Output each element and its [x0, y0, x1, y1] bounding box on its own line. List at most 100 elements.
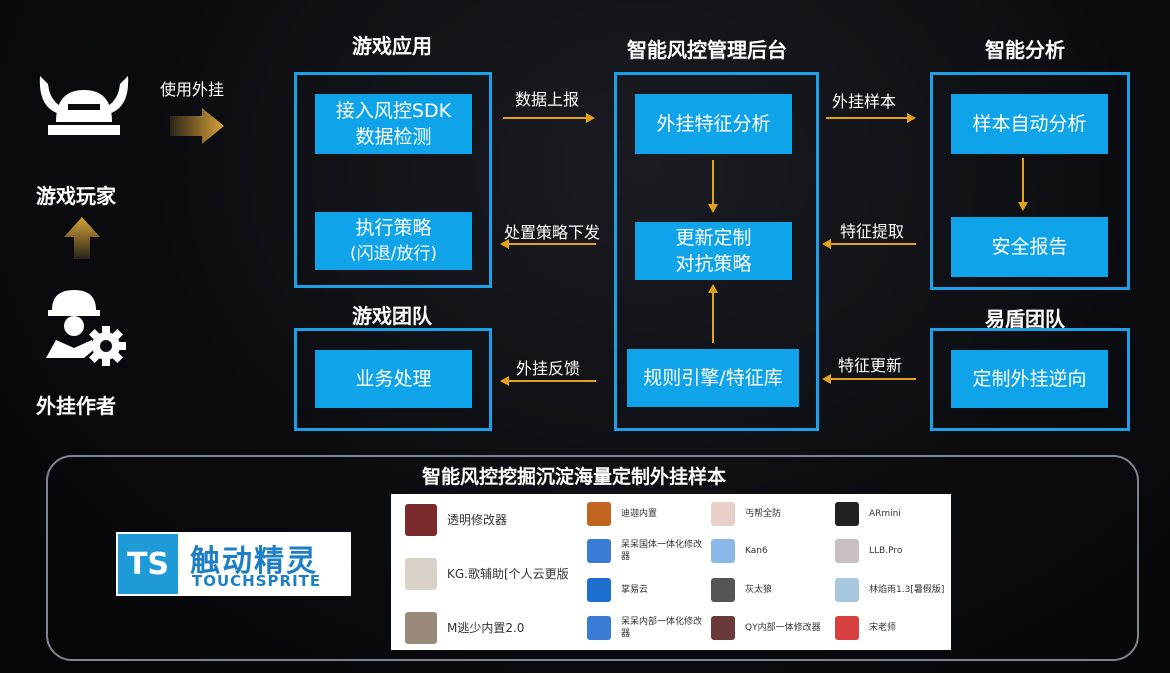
- app-sample-name: M逃少内置2.0: [447, 620, 525, 635]
- app-sample-name: LLB.Pro: [869, 546, 903, 556]
- app-sample-name: KG.歌辅助[个人云更版: [447, 566, 569, 581]
- update-line-1: 更新定制: [675, 227, 752, 249]
- up-arrow-icon: [62, 215, 102, 261]
- feature-label: 外挂特征分析: [656, 113, 771, 135]
- plugin-sample-arrowhead: [907, 113, 916, 123]
- feature-extract-line: [830, 243, 916, 245]
- touchsprite-mark: TS: [118, 534, 178, 594]
- app-thumbnail-icon: [711, 502, 735, 526]
- app-sample-item: LLB.Pro: [835, 539, 951, 563]
- section-mgmt: 智能风控管理后台: [627, 38, 787, 62]
- sdk-line-2: 数据检测: [355, 126, 432, 148]
- feature-update-arrowhead: [822, 374, 831, 384]
- data-report-arrowhead: [586, 113, 595, 123]
- rules-label: 规则引擎/特征库: [643, 367, 783, 389]
- app-thumbnail-icon: [835, 539, 859, 563]
- app-sample-item: 呆呆国体一体化修改器: [587, 539, 707, 563]
- feature-extract-label: 特征提取: [840, 222, 905, 241]
- app-sample-name: 迪迦内置: [621, 509, 658, 519]
- app-thumbnail-icon: [405, 504, 437, 536]
- bottom-panel: [46, 455, 1139, 661]
- feature-update-line: [830, 378, 916, 380]
- feature-update-label: 特征更新: [838, 356, 903, 375]
- update-box: 更新定制 对抗策略: [635, 222, 792, 280]
- worker-gear-icon: [40, 286, 130, 370]
- policy-issue-arrowhead: [500, 239, 509, 249]
- app-sample-item: Kan6: [711, 539, 831, 563]
- app-sample-item: ARmini: [835, 502, 951, 526]
- section-yidun-team: 易盾团队: [985, 307, 1065, 331]
- exec-line-1: 执行策略: [355, 217, 432, 239]
- feedback-label: 外挂反馈: [516, 359, 581, 378]
- app-sample-name: 呆呆国体一体化修改器: [621, 540, 703, 562]
- auto-to-report-arrowhead: [1018, 202, 1028, 211]
- policy-issue-label: 处置策略下发: [504, 223, 601, 242]
- exec-box: 执行策略 (闪退/放行): [315, 212, 472, 270]
- app-sample-item: M逃少内置2.0: [405, 612, 585, 644]
- yidun-team-frame: [930, 328, 1130, 431]
- feature-box: 外挂特征分析: [635, 94, 792, 154]
- app-sample-name: 呆呆内部一体化修改器: [621, 617, 703, 639]
- app-thumbnail-icon: [587, 502, 611, 526]
- feature-extract-arrowhead: [822, 239, 831, 249]
- app-sample-item: QY内部一体修改器: [711, 616, 831, 640]
- app-sample-name: 灰太狼: [745, 585, 773, 595]
- business-label: 业务处理: [355, 368, 432, 390]
- app-thumbnail-icon: [587, 578, 611, 602]
- analysis-frame: [930, 72, 1130, 290]
- touchsprite-cn: 触动精灵: [190, 544, 318, 579]
- app-sample-item: 透明修改器: [405, 504, 585, 536]
- auto-analysis-box: 样本自动分析: [951, 94, 1108, 154]
- touchsprite-logo: TS 触动精灵 TOUCHSPRITE: [116, 532, 351, 596]
- section-game-app: 游戏应用: [352, 34, 432, 58]
- policy-issue-line: [508, 243, 596, 245]
- feedback-line: [508, 380, 596, 382]
- exec-line-2: (闪退/放行): [350, 244, 437, 264]
- app-sample-name: 透明修改器: [447, 512, 508, 527]
- data-report-label: 数据上报: [515, 90, 580, 109]
- section-game-team: 游戏团队: [352, 304, 432, 328]
- report-box: 安全报告: [951, 217, 1108, 277]
- app-sample-item: 灰太狼: [711, 578, 831, 602]
- player-title: 游戏玩家: [36, 184, 116, 208]
- app-thumbnail-icon: [711, 616, 735, 640]
- use-plugin-label: 使用外挂: [160, 80, 225, 99]
- business-box: 业务处理: [315, 350, 472, 408]
- app-sample-name: 林焰雨1.3[暑假版]: [869, 585, 945, 595]
- game-app-frame: [294, 72, 492, 288]
- update-line-2: 对抗策略: [675, 253, 752, 275]
- mgmt-frame: [614, 72, 819, 431]
- app-sample-name: QY内部一体修改器: [745, 623, 821, 633]
- app-sample-grid: 透明修改器 KG.歌辅助[个人云更版 M逃少内置2.0 迪迦内置呆呆国体一体化修改器掌…: [391, 494, 951, 650]
- app-sample-item: 迪迦内置: [587, 502, 707, 526]
- app-sample-name: ARmini: [869, 509, 901, 519]
- bottom-title: 智能风控挖掘沉淀海量定制外挂样本: [422, 466, 727, 488]
- app-sample-item: 林焰雨1.3[暑假版]: [835, 578, 951, 602]
- feature-to-update-line: [712, 160, 714, 204]
- auto-to-report-line: [1022, 158, 1024, 202]
- section-analysis: 智能分析: [985, 38, 1065, 62]
- game-team-frame: [294, 328, 492, 431]
- data-report-line: [503, 117, 587, 119]
- app-thumbnail-icon: [835, 578, 859, 602]
- app-sample-name: 掌易云: [621, 585, 649, 595]
- rules-to-update-line: [712, 293, 714, 343]
- auto-analysis-label: 样本自动分析: [972, 113, 1087, 135]
- report-label: 安全报告: [991, 236, 1068, 258]
- app-thumbnail-icon: [405, 612, 437, 644]
- app-sample-item: 呆呆内部一体化修改器: [587, 616, 707, 640]
- viking-helmet-icon: [34, 70, 134, 150]
- app-sample-name: 丐帮全防: [745, 509, 782, 519]
- app-sample-name: Kan6: [745, 546, 768, 556]
- app-sample-item: 掌易云: [587, 578, 707, 602]
- reverse-box: 定制外挂逆向: [951, 350, 1108, 408]
- app-sample-name: 宋老师: [869, 623, 897, 633]
- app-thumbnail-icon: [835, 616, 859, 640]
- app-sample-item: KG.歌辅助[个人云更版: [405, 558, 585, 590]
- sdk-line-1: 接入风控SDK: [335, 100, 452, 122]
- app-thumbnail-icon: [835, 502, 859, 526]
- sdk-box: 接入风控SDK 数据检测: [315, 94, 472, 154]
- rules-box: 规则引擎/特征库: [627, 349, 799, 407]
- feedback-arrowhead: [500, 376, 509, 386]
- feature-to-update-arrowhead: [708, 204, 718, 213]
